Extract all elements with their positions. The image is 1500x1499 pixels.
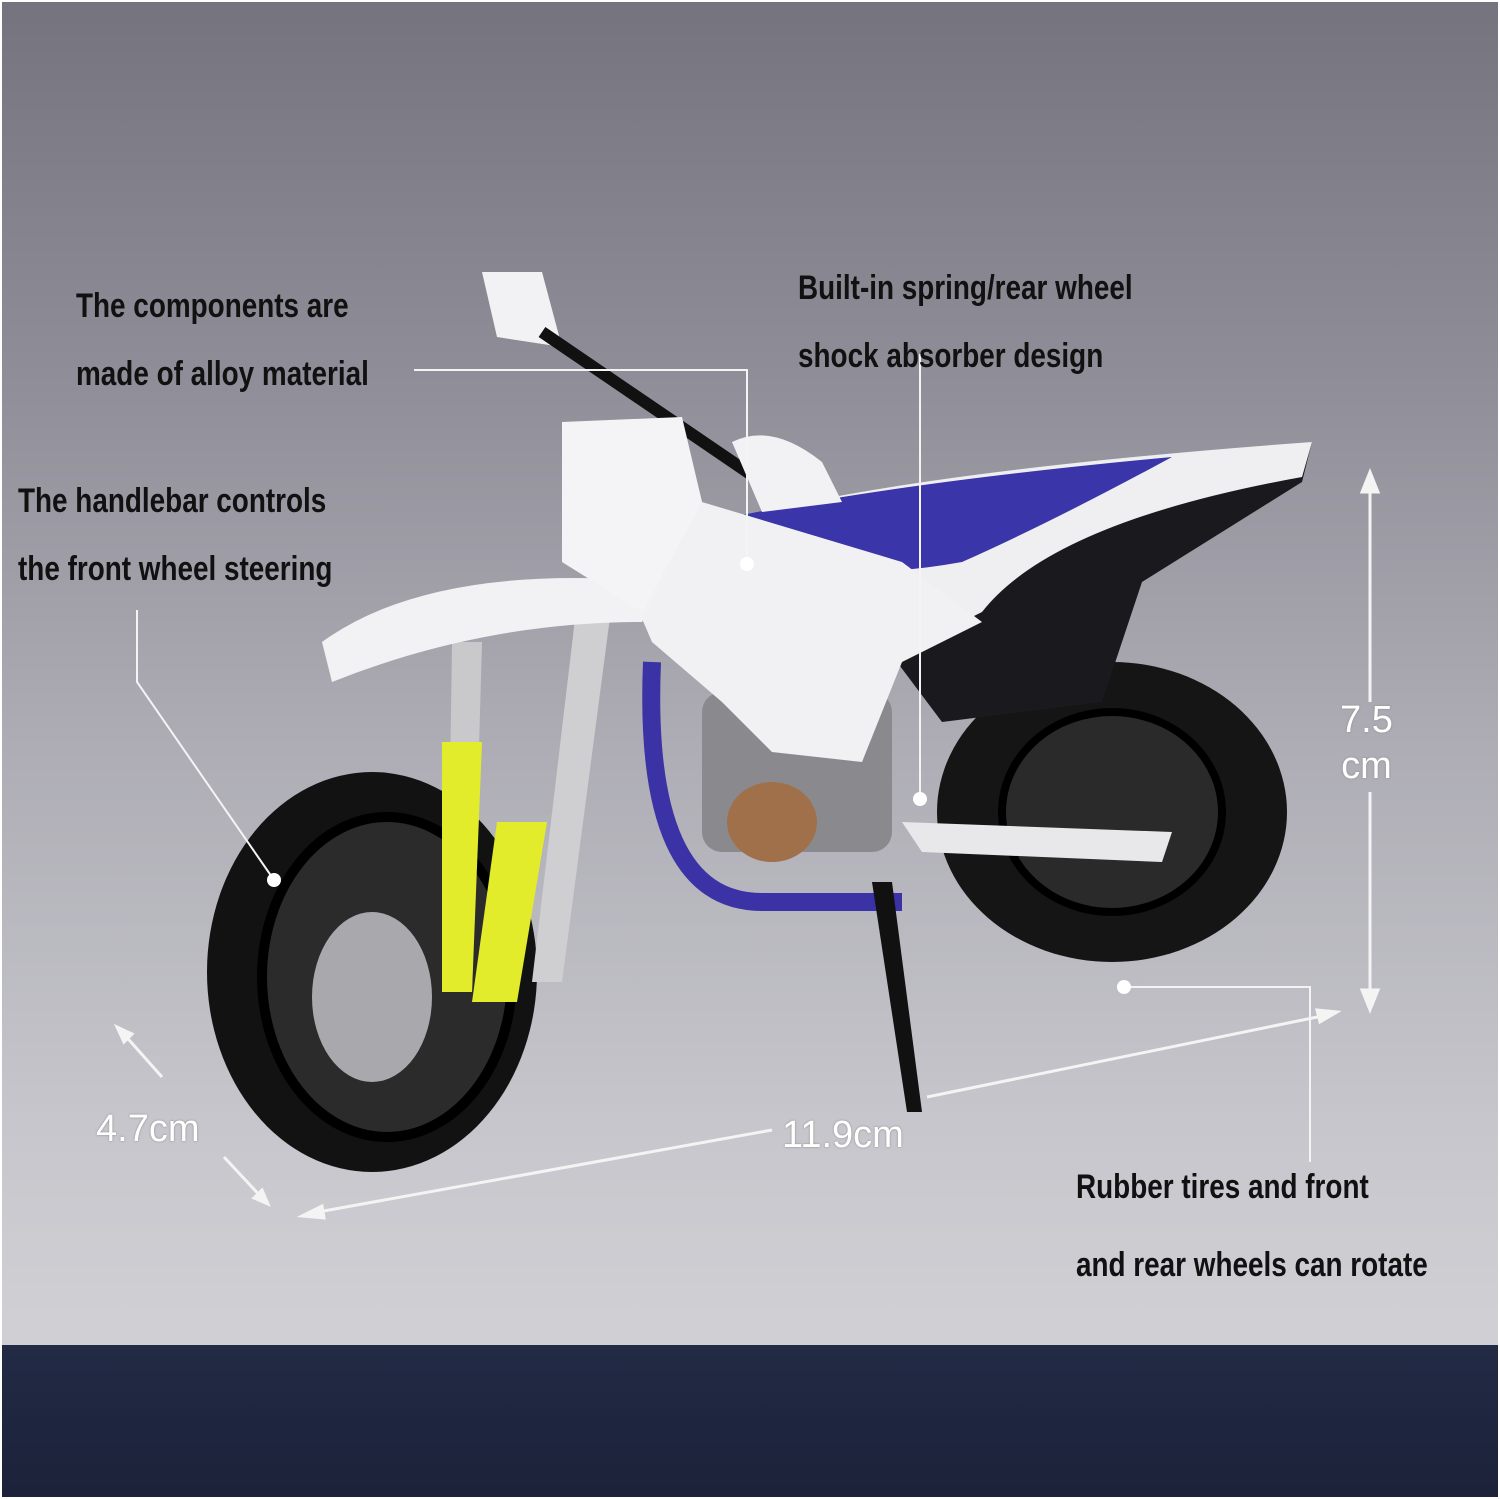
callout-line: shock absorber design [798, 337, 1104, 375]
callout-line: The handlebar controls [18, 482, 327, 520]
leader-lines [136, 354, 1311, 1162]
leader-dots [267, 557, 1131, 994]
callout-spring: Built-in spring/rear wheel shock absorbe… [798, 254, 1133, 390]
callout-handlebar: The handlebar controls the front wheel s… [18, 467, 332, 603]
dimension-arrows [113, 467, 1381, 1220]
front-fender [322, 578, 662, 682]
callout-alloy: The components are made of alloy materia… [76, 272, 369, 408]
callout-tires: Rubber tires and front and rear wheels c… [1076, 1148, 1428, 1304]
swingarm [902, 822, 1172, 862]
seat [732, 457, 1172, 572]
footer-band [2, 1345, 1498, 1497]
callout-line: Built-in spring/rear wheel [798, 269, 1133, 307]
number-plate [562, 417, 702, 612]
width-dimension: 4.7cm [96, 1108, 200, 1150]
front-fork [442, 742, 482, 992]
callout-line: The components are [76, 287, 349, 325]
height-dimension: 7.5 cm [1340, 697, 1393, 789]
kickstand [872, 882, 922, 1112]
callout-line: Rubber tires and front [1076, 1168, 1369, 1206]
hand-guard [482, 272, 562, 347]
rear-wheel [937, 662, 1287, 962]
callout-line: made of alloy material [76, 355, 369, 393]
height-value: 7.5 [1340, 699, 1393, 741]
callout-line: the front wheel steering [18, 550, 333, 588]
length-dimension: 11.9cm [782, 1114, 904, 1156]
height-unit: cm [1341, 745, 1392, 787]
callout-line: and rear wheels can rotate [1076, 1246, 1428, 1284]
